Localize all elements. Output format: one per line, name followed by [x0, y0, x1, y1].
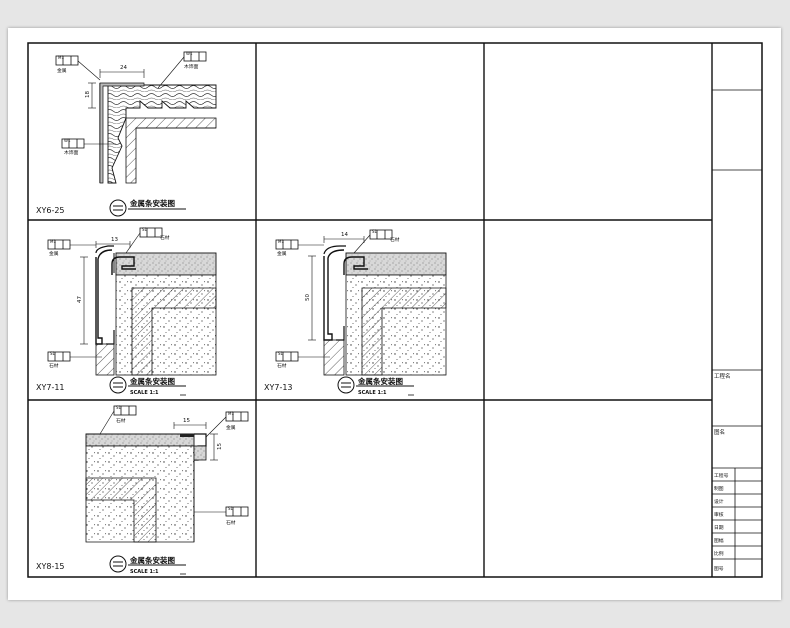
detail-xy6-25: 24 18 M1 金属 W1 木饰面 W1 木饰面 XY6-25 金属条安装图	[36, 51, 217, 217]
callout-material: M1 金属	[47, 239, 96, 257]
dimension-height: 15	[217, 443, 223, 450]
callout-material: M1 金属	[205, 411, 249, 438]
callout-text: 金属	[277, 250, 287, 257]
detail-code: XY7-11	[36, 383, 65, 392]
callout-material: S1 石材	[353, 229, 400, 254]
drawing-sheet: 工程名 图名 工程号 制图 设计 审核 日期 图幅 比例 图号	[8, 28, 781, 600]
dimension-lines	[173, 422, 218, 461]
dimension-width: 13	[111, 237, 118, 243]
callout-material: S1 石材	[99, 405, 137, 435]
callout-text: 石材	[390, 236, 400, 243]
callout-text: 石材	[49, 362, 59, 369]
callout-tag: S1	[142, 227, 148, 232]
detail-title: 金属条安装图	[129, 555, 175, 565]
title-row-label: 图号	[714, 566, 724, 572]
callout-tag: M1	[58, 55, 64, 60]
callout-text: 石材	[160, 234, 170, 241]
detail-scale: SCALE 1:1	[130, 390, 159, 396]
callout-text: 木饰面	[184, 63, 199, 70]
title-row-label: 制图	[714, 485, 724, 492]
title-row-label: 设计	[714, 498, 724, 505]
drawing-frame	[27, 42, 763, 578]
dimension-width: 15	[183, 418, 190, 424]
callout-tag: S1	[228, 506, 234, 511]
callout-tag: M1	[278, 239, 284, 244]
detail-title: 金属条安装图	[357, 376, 403, 386]
detail-title: 金属条安装图	[129, 198, 175, 208]
detail-scale: SCALE 1:1	[358, 390, 387, 396]
callout-text: 石材	[277, 362, 287, 369]
callout-text: 石材	[226, 519, 236, 526]
title-row-label: 日期	[714, 525, 724, 531]
callout-text: 金属	[49, 250, 59, 257]
callout-material: M1 金属	[55, 55, 101, 81]
detail-xy7-11: 13 47 M1 金属 S1 石材 S1 石材 XY7-11 金属条安装图 SC…	[36, 227, 217, 396]
dimension-height: 50	[305, 294, 311, 301]
dimension-width: 14	[341, 232, 348, 238]
detail-title: 金属条安装图	[129, 376, 175, 386]
detail-xy8-15: 15 15 S1 石材 M1 金属 S1 石材 XY8-15 金属条安装图 SC…	[36, 405, 249, 575]
title-row-label: 工程号	[714, 472, 729, 479]
dimension-lines	[88, 69, 145, 109]
callout-text: 金属	[226, 424, 236, 431]
section-drawing	[95, 245, 217, 376]
dimension-lines	[80, 241, 131, 345]
callout-material: M1 金属	[275, 239, 324, 257]
callout-tag: W1	[186, 51, 193, 56]
callout-text: 金属	[57, 67, 67, 74]
drawing-name-label: 图名	[714, 428, 725, 436]
callout-material: S1 石材	[47, 351, 102, 369]
detail-code: XY6-25	[36, 206, 65, 215]
callout-material: W1 木饰面	[157, 51, 207, 89]
callout-tag: S1	[50, 351, 56, 356]
title-block: 工程名 图名 工程号 制图 设计 审核 日期 图幅 比例 图号	[712, 89, 762, 577]
detail-code: XY7-13	[264, 383, 293, 392]
callout-tag: M1	[50, 239, 56, 244]
section-symbol	[109, 376, 127, 394]
callout-tag: S1	[116, 405, 122, 410]
section-symbol	[337, 376, 355, 394]
callout-material: S1 石材	[275, 351, 330, 369]
title-row-label: 比例	[714, 550, 724, 557]
callout-tag: W1	[64, 138, 71, 143]
detail-scale: SCALE 1:1	[130, 569, 159, 575]
section-drawing	[323, 245, 447, 376]
callout-material: W1 木饰面	[61, 138, 116, 156]
callout-text: 木饰面	[64, 149, 79, 156]
dimension-height: 47	[77, 296, 83, 303]
section-symbol	[109, 199, 127, 217]
section-drawing	[85, 433, 207, 543]
callout-tag: S1	[372, 229, 378, 234]
dimension-height: 18	[85, 91, 91, 98]
title-row-label: 图幅	[714, 537, 724, 544]
section-drawing	[99, 82, 217, 184]
callout-tag: M1	[228, 411, 234, 416]
title-row-label: 审核	[714, 511, 724, 518]
callout-material: S1 石材	[194, 506, 249, 526]
dimension-width: 24	[120, 65, 127, 71]
grid-lines	[28, 43, 713, 577]
detail-code: XY8-15	[36, 562, 65, 571]
section-symbol	[109, 555, 127, 573]
callout-material: S1 石材	[125, 227, 170, 254]
drawing-canvas: 工程名 图名 工程号 制图 设计 审核 日期 图幅 比例 图号	[27, 42, 763, 578]
callout-text: 石材	[116, 417, 126, 424]
project-name-label: 工程名	[714, 372, 731, 380]
detail-xy7-13: 14 50 M1 金属 S1 石材 S1 石材 XY7-13 金属条安装图 SC…	[264, 229, 447, 396]
callout-tag: S1	[278, 351, 284, 356]
dimension-lines	[308, 236, 365, 341]
